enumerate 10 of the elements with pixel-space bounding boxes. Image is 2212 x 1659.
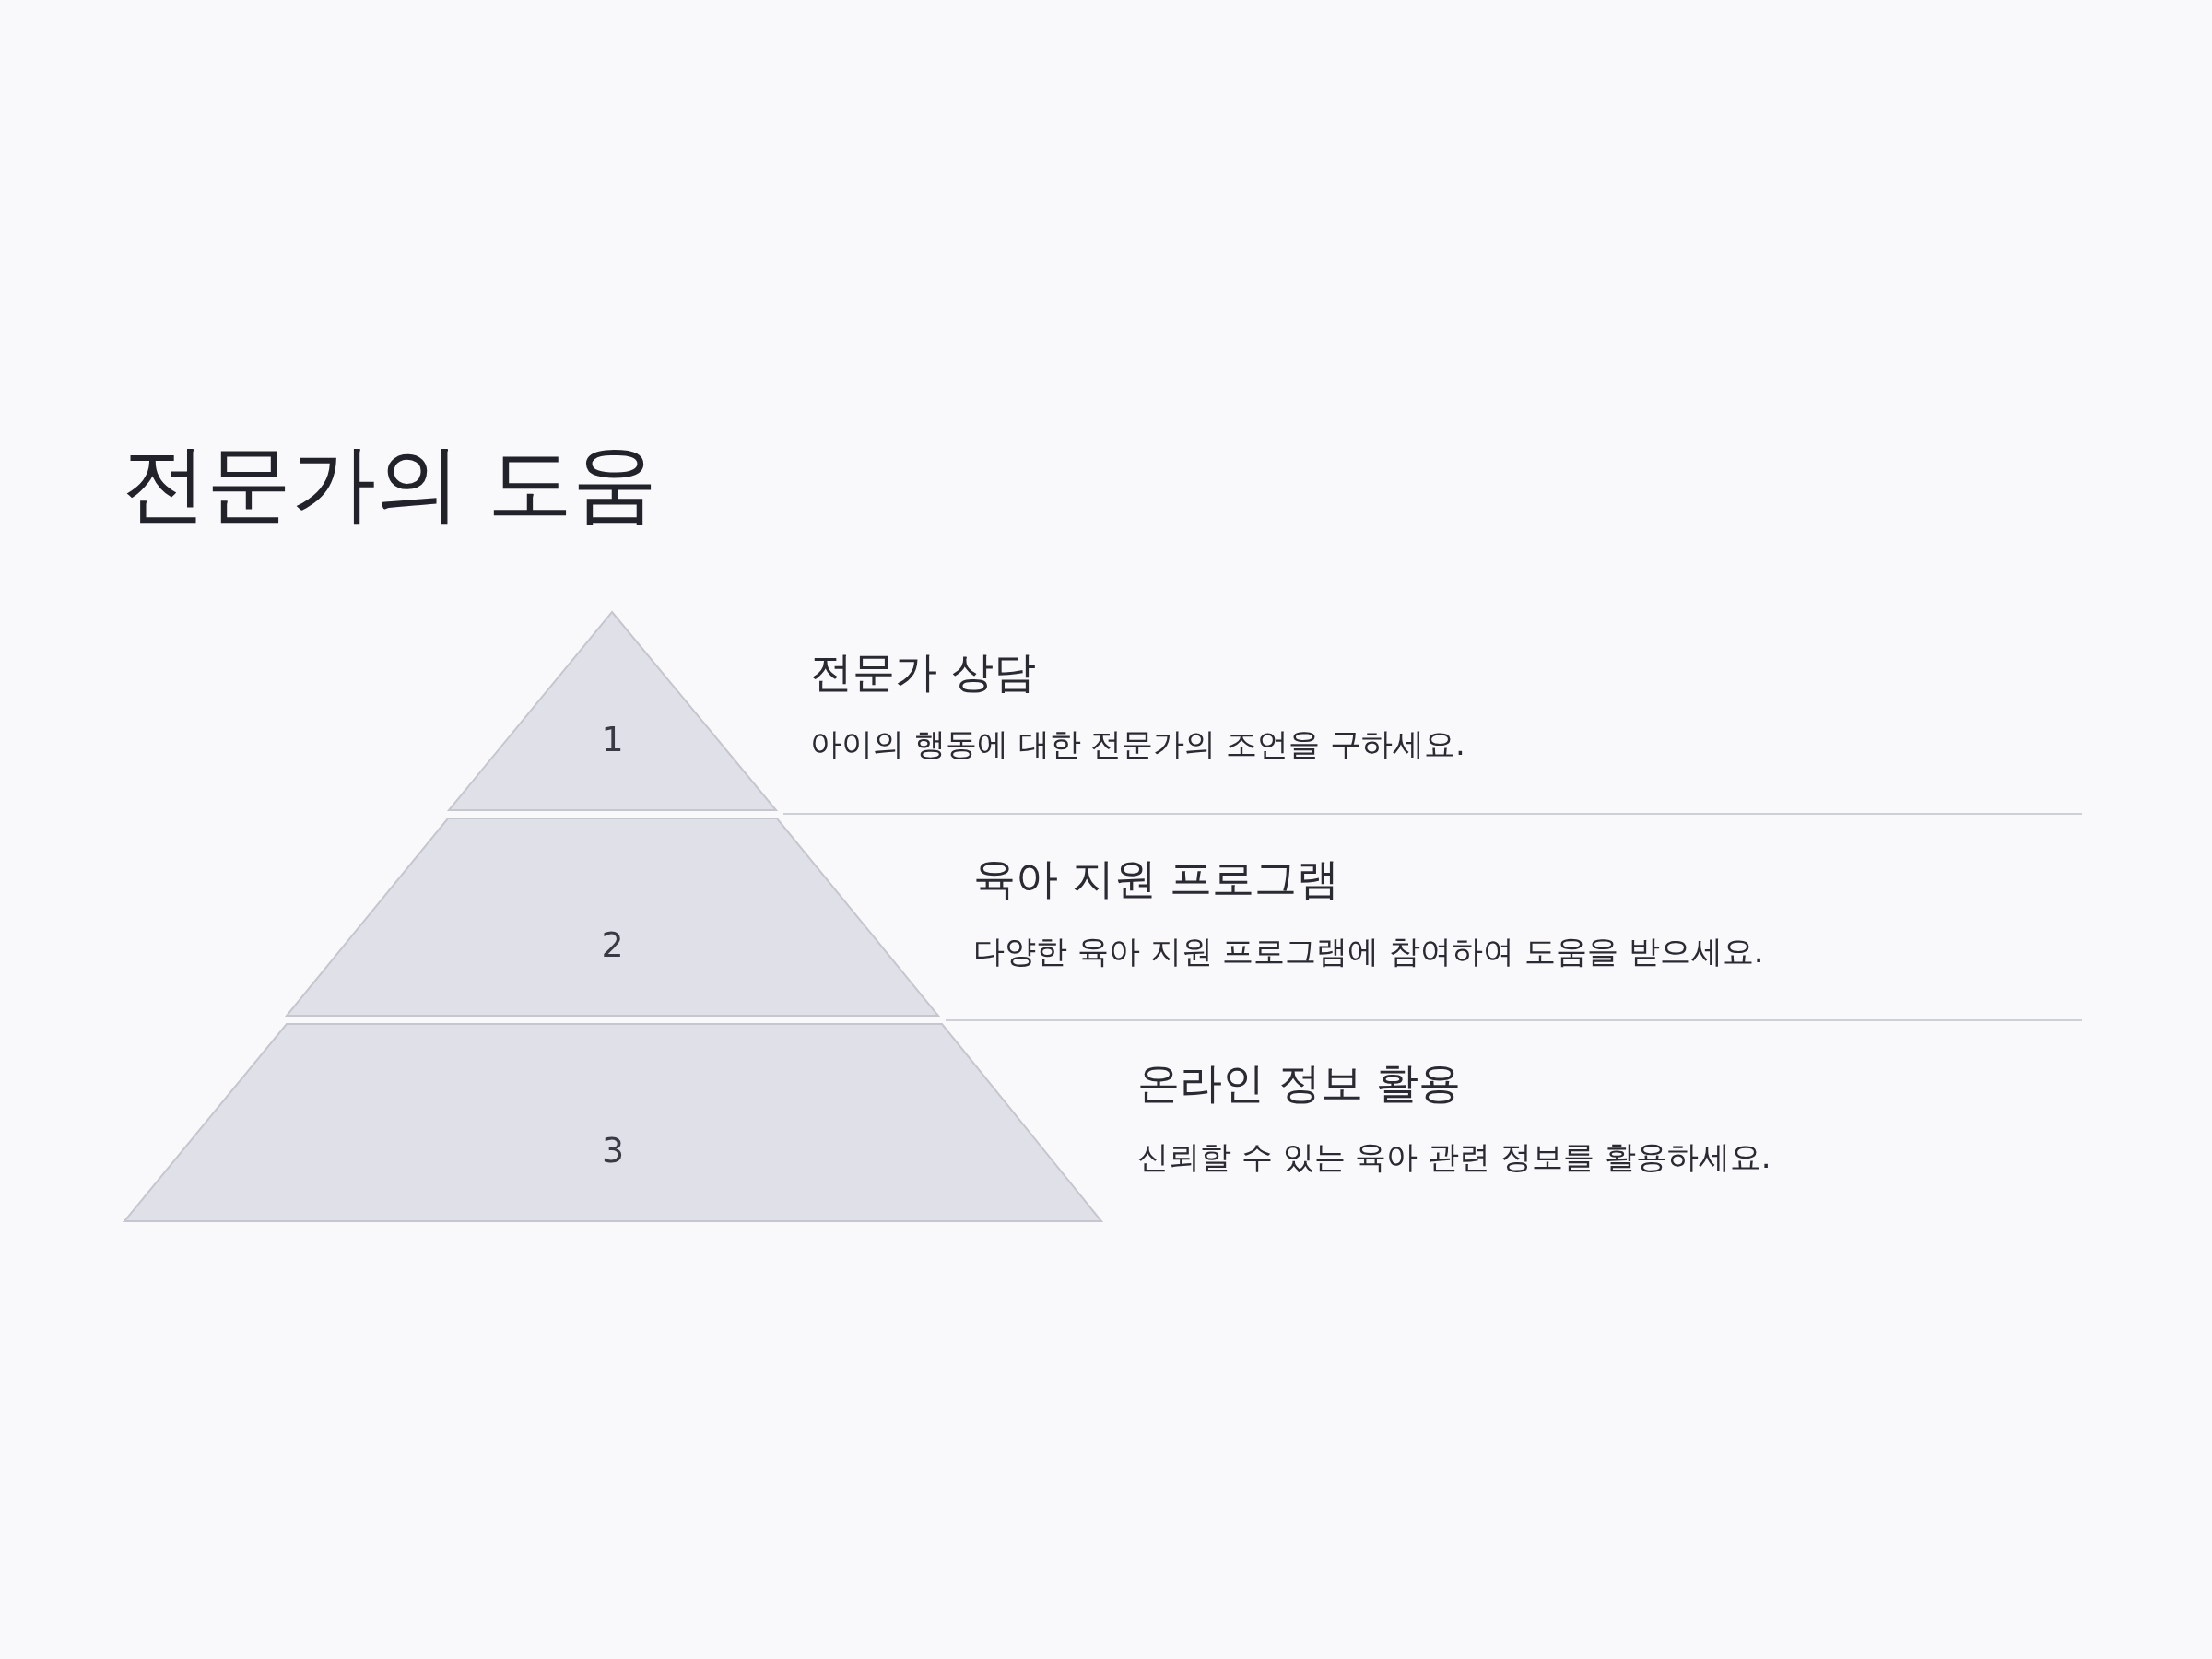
tier-description: 아이의 행동에 대한 전문가의 조언을 구하세요. xyxy=(810,724,1465,763)
tier-heading: 전문가 상담 xyxy=(810,647,1036,699)
tier-number: 2 xyxy=(601,926,624,962)
tier-number: 1 xyxy=(601,721,624,757)
tier-heading: 온라인 정보 활용 xyxy=(1137,1058,1462,1110)
tier-number: 3 xyxy=(601,1132,625,1168)
title: 전문가의 도움 xyxy=(122,433,658,535)
tier-description: 다양한 육아 지원 프로그램에 참여하여 도움을 받으세요. xyxy=(973,932,1764,971)
tier-heading: 육아 지원 프로그램 xyxy=(973,853,1340,905)
tier-description: 신뢰할 수 있는 육아 관련 정보를 활용하세요. xyxy=(1137,1137,1771,1176)
